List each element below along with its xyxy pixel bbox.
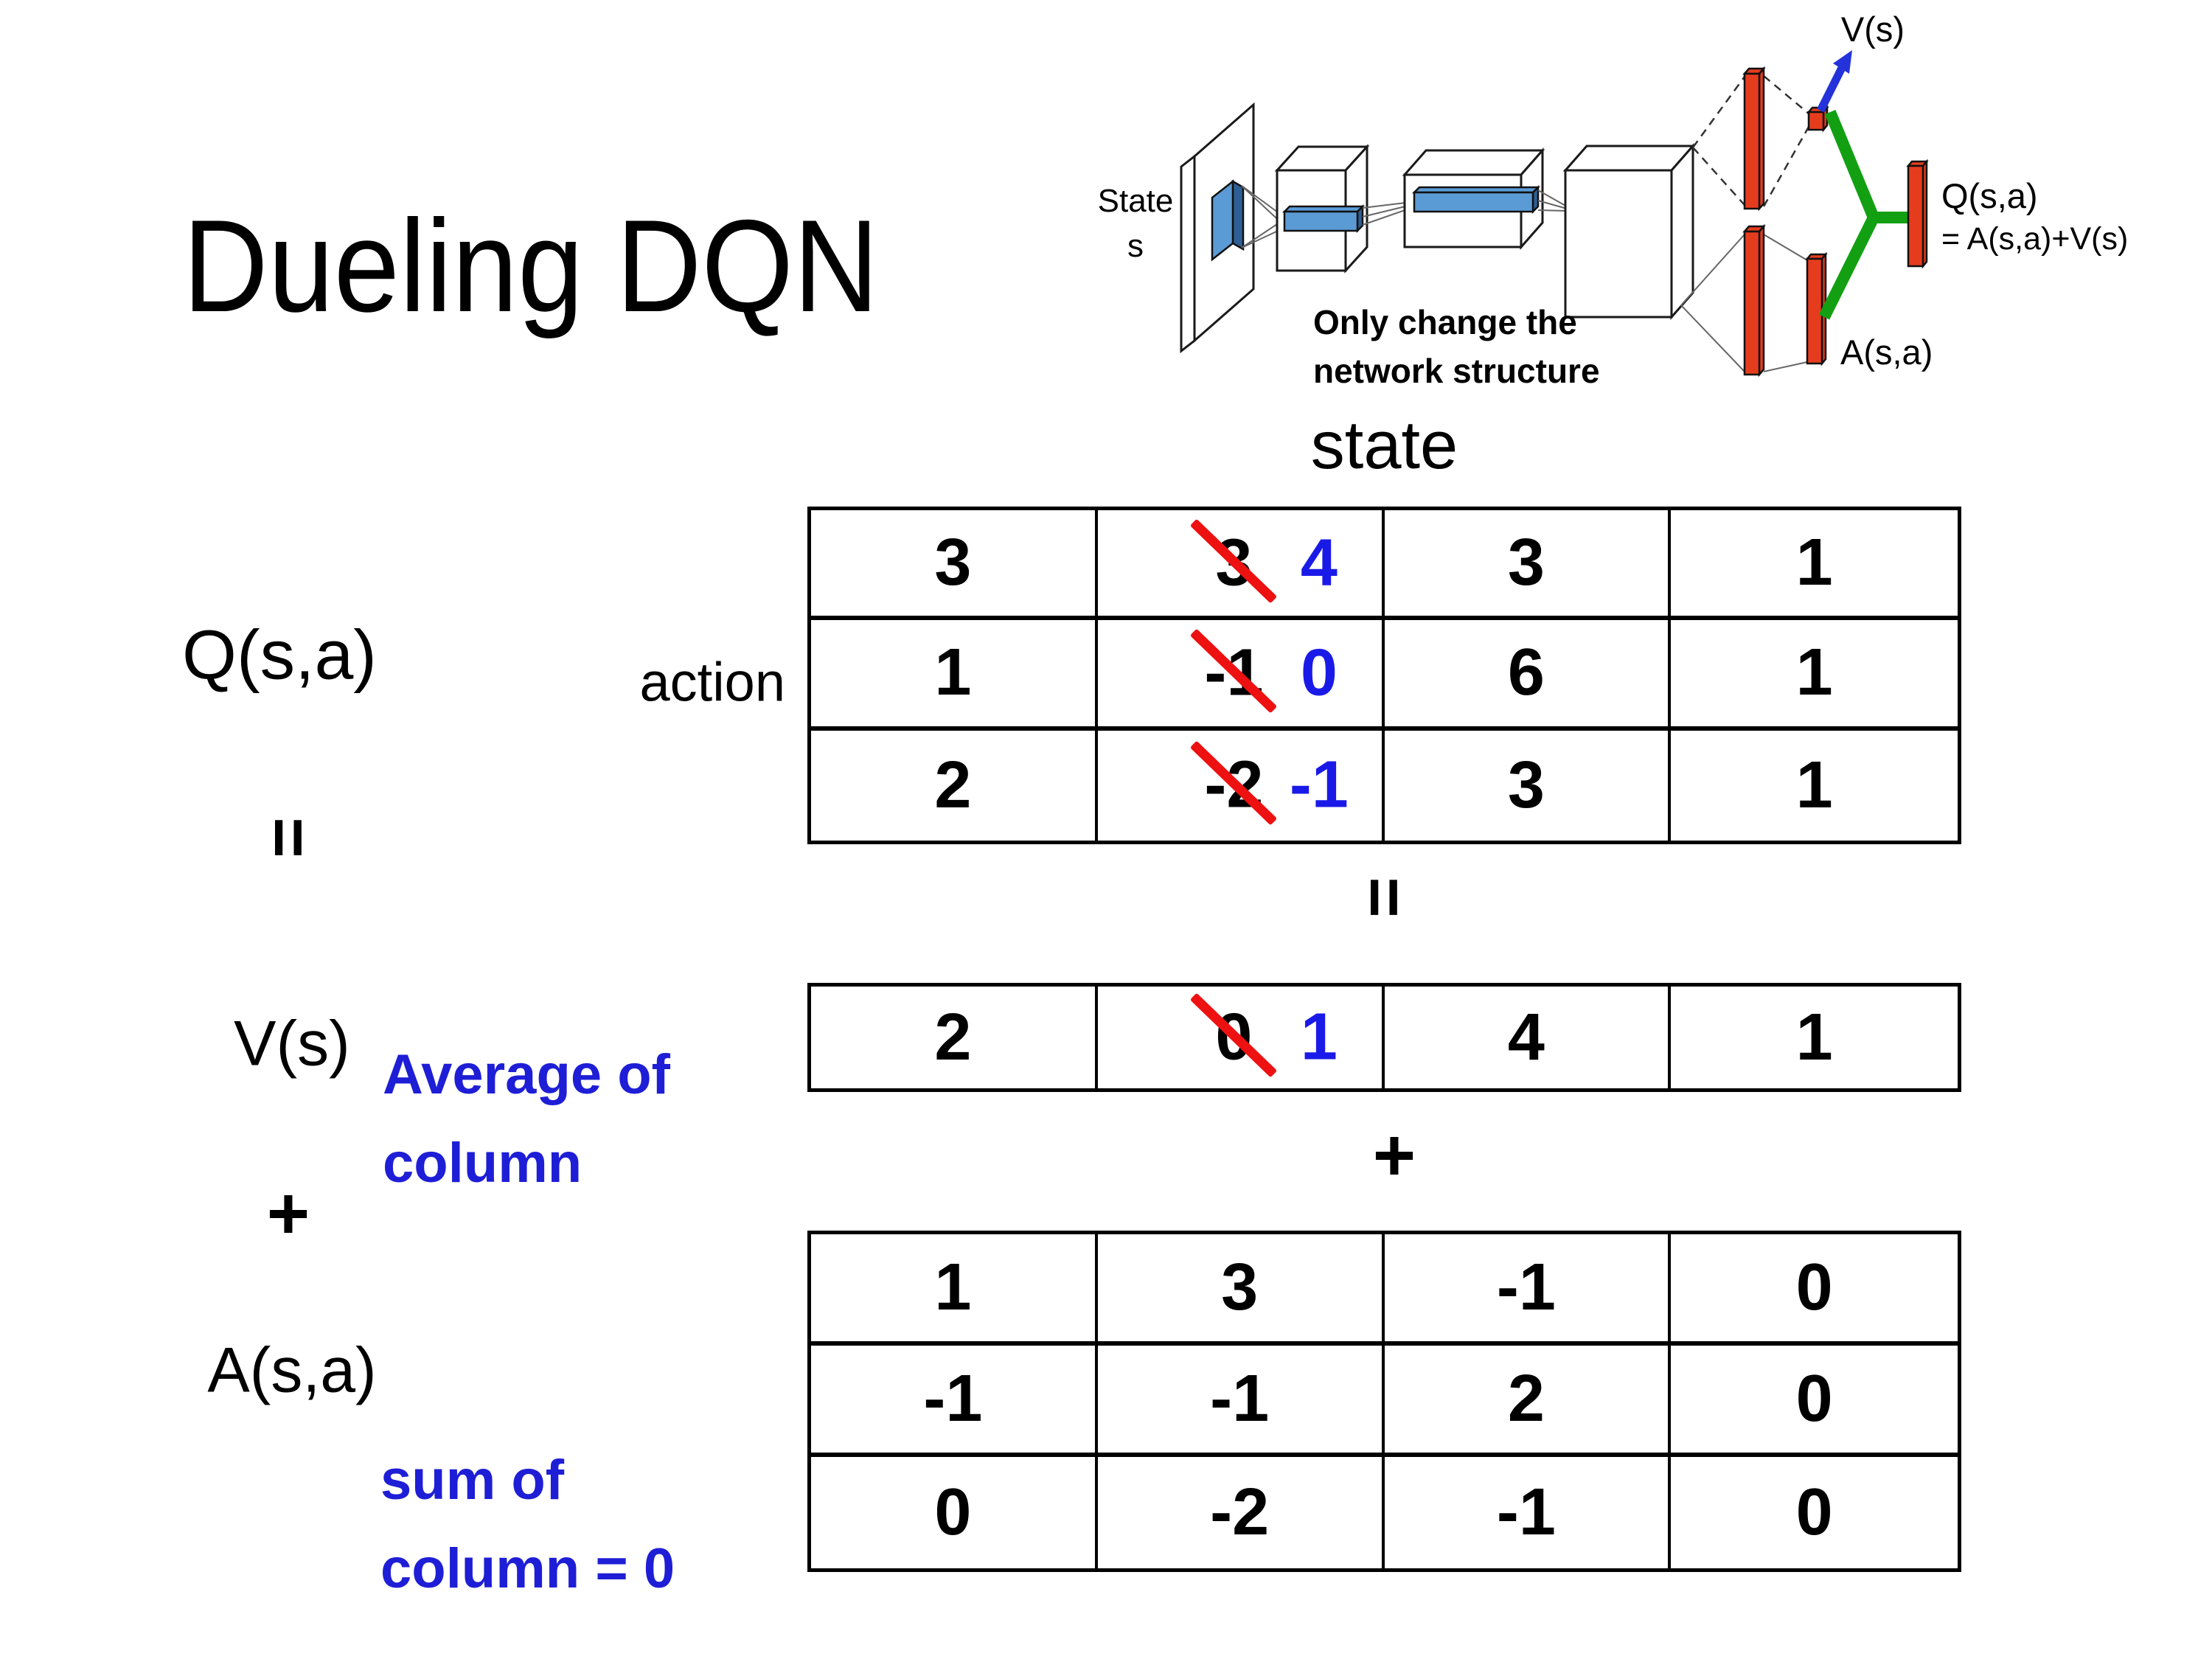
advantage-stream-links	[1680, 234, 1808, 372]
action-axis-label: action	[639, 651, 785, 713]
sum-note: sum of column = 0	[380, 1436, 675, 1613]
q-cell: 1	[1671, 620, 1958, 731]
conv-connection-lines-2	[1362, 201, 1412, 226]
equals-sign-mid: =	[1345, 877, 1424, 918]
new-value: 0	[1300, 636, 1338, 710]
q-matrix-label: Q(s,a)	[182, 616, 377, 695]
equals-sign-left: =	[249, 817, 328, 858]
sum-note-line2: column = 0	[380, 1537, 675, 1601]
state-axis-label: state	[1310, 408, 1458, 483]
q-cell: 2	[811, 730, 1098, 841]
v-table: 2 0 1 4 1	[807, 983, 1961, 1092]
diagram-v-label: V(s)	[1841, 10, 1905, 49]
a-cell: -1	[1384, 1234, 1672, 1346]
v-matrix-label: V(s)	[234, 1008, 350, 1079]
v-cell: 2	[811, 987, 1098, 1088]
slide-title: Dueling DQN	[183, 192, 879, 339]
a-cell: -2	[1098, 1457, 1385, 1568]
a-cell: -1	[1097, 1346, 1385, 1457]
value-scalar-node	[1806, 105, 1829, 133]
a-cell: -1	[1385, 1457, 1672, 1568]
network-diagram: State s Only change the network structur…	[1098, 10, 2129, 390]
average-note-line1: Average of	[383, 1043, 670, 1106]
value-stream-links	[1691, 75, 1810, 207]
q-cell: 6	[1384, 620, 1672, 731]
a-cell: 0	[1795, 1475, 1833, 1549]
q-cell-edited: -1 0	[1097, 620, 1385, 731]
diagram-state-label-line2: s	[1127, 228, 1144, 264]
average-note: Average of column	[383, 1031, 670, 1208]
q-cell: 3	[811, 510, 1098, 621]
q-cell: 1	[1671, 510, 1958, 621]
a-table: 1 3 -1 0 -1 -1 2 0 0 -2 -1 0	[807, 1231, 1961, 1572]
q-cell: 3	[1385, 730, 1672, 841]
feature-map-2	[1411, 184, 1541, 215]
q-cell-edited: 3 4	[1097, 510, 1385, 621]
q-table: 3 3 4 3 1 1 -1 0 6 1 2 -2 -1 3 1	[807, 507, 1961, 844]
diagram-note-line2: network structure	[1313, 352, 1600, 390]
a-cell: 0	[1671, 1234, 1958, 1346]
advantage-stream-bar	[1742, 223, 1766, 378]
v-cell-edited: 0 1	[1098, 987, 1385, 1088]
a-cell: 1	[811, 1234, 1098, 1346]
q-cell: 1	[811, 620, 1098, 731]
average-note-line2: column	[383, 1132, 582, 1195]
value-arrow-icon	[1817, 50, 1852, 113]
q-cell: 3	[1384, 510, 1672, 621]
v-cell: 1	[1795, 1000, 1833, 1074]
diagram-a-label: A(s,a)	[1840, 333, 1933, 372]
conv-filter-icon	[1211, 179, 1245, 262]
a-cell: 0	[1671, 1346, 1958, 1457]
new-value: -1	[1289, 748, 1349, 822]
merge-connector	[1818, 109, 1910, 320]
a-cell: 2	[1384, 1346, 1672, 1457]
a-cell: 3	[1097, 1234, 1385, 1346]
conv-connection-lines-3	[1537, 189, 1568, 212]
v-cell: 4	[1385, 987, 1672, 1088]
plus-sign-left: +	[266, 1172, 310, 1255]
conv-layer-3-box	[1562, 143, 1696, 320]
q-cell: 1	[1795, 748, 1833, 822]
diagram-q-formula: = A(s,a)+V(s)	[1941, 221, 2128, 257]
feature-map-1	[1281, 204, 1366, 234]
diagram-q-label: Q(s,a)	[1941, 176, 2038, 215]
a-matrix-label: A(s,a)	[207, 1335, 377, 1406]
diagram-note-line1: Only change the	[1313, 303, 1577, 341]
sum-note-line1: sum of	[380, 1449, 565, 1512]
plus-sign-mid: +	[1372, 1114, 1416, 1197]
q-cell-edited: -2 -1	[1098, 730, 1385, 841]
new-value: 4	[1300, 526, 1338, 600]
diagram-state-label-line1: State	[1098, 183, 1174, 219]
a-cell: 0	[811, 1457, 1098, 1568]
q-output-bar	[1906, 159, 1929, 269]
a-cell: -1	[811, 1346, 1098, 1457]
new-value: 1	[1300, 1000, 1338, 1074]
value-stream-bar	[1742, 66, 1766, 212]
